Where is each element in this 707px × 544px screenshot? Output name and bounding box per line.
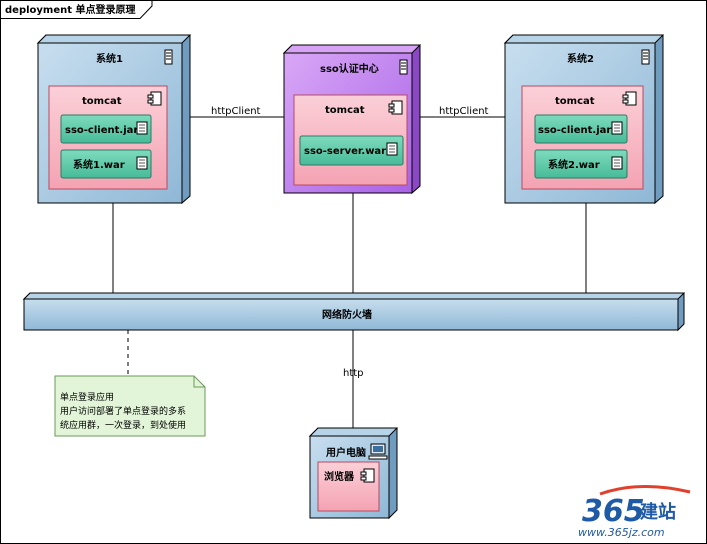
- node-icon: [641, 49, 650, 65]
- system2-artifact-war[interactable]: 系统2.war: [534, 149, 628, 179]
- document-icon: [611, 156, 623, 170]
- artifact-label: sso-client.jar: [538, 125, 611, 136]
- system2-title: 系统2: [567, 52, 594, 65]
- artifact-label: sso-client.jar: [65, 125, 138, 136]
- component-icon: [147, 91, 162, 106]
- system1-tomcat-label: tomcat: [82, 96, 122, 107]
- sso-center-title: sso认证中心: [320, 62, 379, 75]
- node-system1[interactable]: 系统1 tomcat sso-client.jar: [36, 34, 192, 205]
- frame-tab: [0, 0, 153, 19]
- svg-text:建站: 建站: [640, 501, 676, 523]
- artifact-label: sso-server.war: [304, 146, 386, 157]
- watermark-url: www.365jz.com: [578, 526, 665, 539]
- node-system2[interactable]: 系统2 tomcat sso-client.jar: [503, 34, 665, 205]
- watermark-logo: 365 建站 www.365jz.com: [578, 485, 691, 539]
- node-sso-center[interactable]: sso认证中心 tomcat sso-server.war: [282, 44, 422, 195]
- document-icon: [386, 142, 398, 156]
- artifact-label: 系统2.war: [548, 158, 600, 171]
- connection-lines: [112, 116, 587, 428]
- node-icon: [399, 59, 408, 75]
- note-line-1: 单点登录应用: [60, 391, 114, 403]
- component-icon: [622, 91, 637, 106]
- system2-tomcat-label: tomcat: [555, 96, 595, 107]
- sso-tomcat[interactable]: tomcat sso-server.war: [293, 94, 408, 186]
- right-link-label: httpClient: [439, 106, 489, 117]
- document-icon: [611, 121, 623, 135]
- artifact-label: 系统1.war: [73, 158, 125, 171]
- user-pc-title: 用户电脑: [325, 446, 366, 459]
- note-line-2: 用户访问部署了单点登录的多系: [60, 405, 186, 417]
- system1-artifact-client[interactable]: sso-client.jar: [60, 114, 152, 144]
- component-icon: [360, 468, 375, 483]
- note-line-3: 统应用群，一次登录，到处使用: [60, 419, 186, 431]
- system2-tomcat[interactable]: tomcat sso-client.jar 系统2.war: [521, 85, 644, 190]
- left-link-label: httpClient: [211, 106, 261, 117]
- browser-component[interactable]: 浏览器: [317, 461, 380, 512]
- document-icon: [136, 156, 148, 170]
- note: 单点登录应用 用户访问部署了单点登录的多系 统应用群，一次登录，到处使用: [54, 375, 206, 437]
- system1-artifact-war[interactable]: 系统1.war: [60, 149, 152, 179]
- computer-icon: [368, 443, 388, 460]
- firewall-title: 网络防火墙: [322, 308, 372, 321]
- component-icon: [388, 100, 403, 115]
- svg-text:365: 365: [582, 494, 645, 529]
- node-firewall[interactable]: 网络防火墙: [22, 292, 686, 332]
- document-icon: [136, 121, 148, 135]
- sso-artifact-server[interactable]: sso-server.war: [299, 135, 404, 166]
- frame-title: deployment 单点登录原理: [5, 3, 136, 16]
- node-user-pc[interactable]: 用户电脑 浏览器: [308, 427, 399, 520]
- browser-label: 浏览器: [324, 470, 355, 483]
- user-link-label: http: [343, 368, 364, 379]
- sso-tomcat-label: tomcat: [325, 105, 365, 116]
- node-icon: [164, 49, 173, 65]
- system1-title: 系统1: [96, 52, 123, 65]
- system2-artifact-client[interactable]: sso-client.jar: [534, 114, 628, 144]
- system1-tomcat[interactable]: tomcat sso-client.jar 系统1.war: [48, 85, 168, 190]
